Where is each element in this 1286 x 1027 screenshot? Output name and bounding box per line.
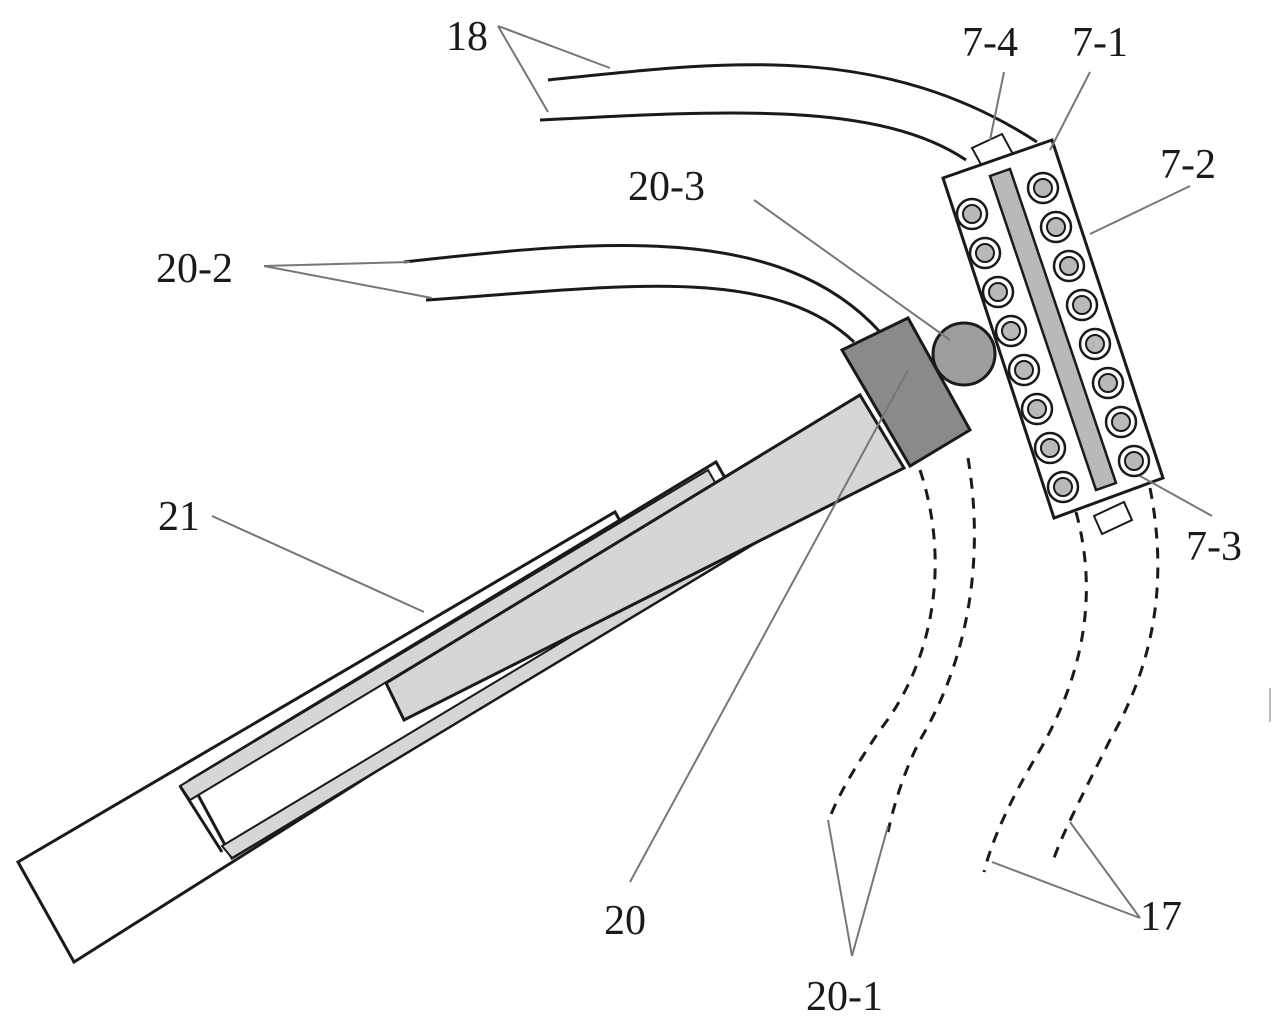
leader-21 xyxy=(211,515,425,613)
leader-18-b xyxy=(497,25,549,113)
cable-20-1-left xyxy=(826,469,937,823)
roller-core xyxy=(975,243,995,263)
roller-core xyxy=(1085,334,1105,354)
label-7-2: 7-2 xyxy=(1160,142,1216,188)
leader-20 xyxy=(629,369,909,883)
roller-core xyxy=(1098,373,1118,393)
cable-17-left xyxy=(982,511,1088,873)
label-20-1: 20-1 xyxy=(806,974,883,1020)
bottom-mount xyxy=(1092,500,1134,536)
leader-17-b xyxy=(1069,821,1141,919)
label-7-4: 7-4 xyxy=(962,20,1018,66)
leader-18-a xyxy=(497,25,611,69)
leader-20-3 xyxy=(753,199,951,341)
roller-core xyxy=(962,204,982,224)
piston-rod xyxy=(384,392,907,723)
ball-joint xyxy=(931,321,997,387)
label-20-2: 20-2 xyxy=(156,246,233,292)
label-18: 18 xyxy=(446,14,488,60)
leader-7-3 xyxy=(1139,475,1213,517)
roller-core xyxy=(1001,321,1021,341)
label-7-1: 7-1 xyxy=(1072,20,1128,66)
roller-core xyxy=(1072,295,1092,315)
cable-20-1-right xyxy=(886,457,976,833)
labels: 18 7-4 7-1 7-2 20-3 20-2 21 7-3 20 20-1 … xyxy=(156,14,1242,1020)
telescopic-arm xyxy=(15,392,907,965)
label-20: 20 xyxy=(604,898,646,944)
roller-core xyxy=(1046,217,1066,237)
sleeve-band-upper xyxy=(178,468,718,802)
roller-core xyxy=(1053,477,1073,497)
cable-20-2-upper xyxy=(403,243,882,334)
leader-lines xyxy=(211,25,1213,957)
cable-17-right xyxy=(1052,487,1160,859)
cylinder-end-line xyxy=(178,785,224,853)
cable-20-2-lower xyxy=(425,284,856,344)
leader-20-1-b xyxy=(851,825,889,957)
roller-assembly xyxy=(941,132,1165,536)
leader-20-2-b xyxy=(263,265,433,299)
roller-core xyxy=(1059,256,1079,276)
roller-core xyxy=(1111,412,1131,432)
center-bar xyxy=(988,167,1118,492)
leader-20-1-a xyxy=(827,819,853,957)
roller-group xyxy=(955,171,1151,504)
leader-17-a xyxy=(991,861,1141,919)
label-20-3: 20-3 xyxy=(628,164,705,210)
roller-core xyxy=(1027,399,1047,419)
label-7-3: 7-3 xyxy=(1186,524,1242,570)
cable-18-upper xyxy=(547,63,1038,144)
roller-core xyxy=(1040,438,1060,458)
leader-7-2 xyxy=(1089,185,1191,235)
leader-20-2-a xyxy=(263,261,411,267)
cable-18-lower xyxy=(539,111,967,162)
roller-core xyxy=(1124,451,1144,471)
leader-7-1 xyxy=(1049,71,1091,151)
roller-core xyxy=(988,282,1008,302)
leader-7-4 xyxy=(989,71,1005,141)
label-17: 17 xyxy=(1140,894,1182,940)
gripper-block xyxy=(839,316,973,469)
roller-core xyxy=(1033,178,1053,198)
cables xyxy=(403,63,1160,873)
roller-core xyxy=(1014,360,1034,380)
label-21: 21 xyxy=(158,494,200,540)
